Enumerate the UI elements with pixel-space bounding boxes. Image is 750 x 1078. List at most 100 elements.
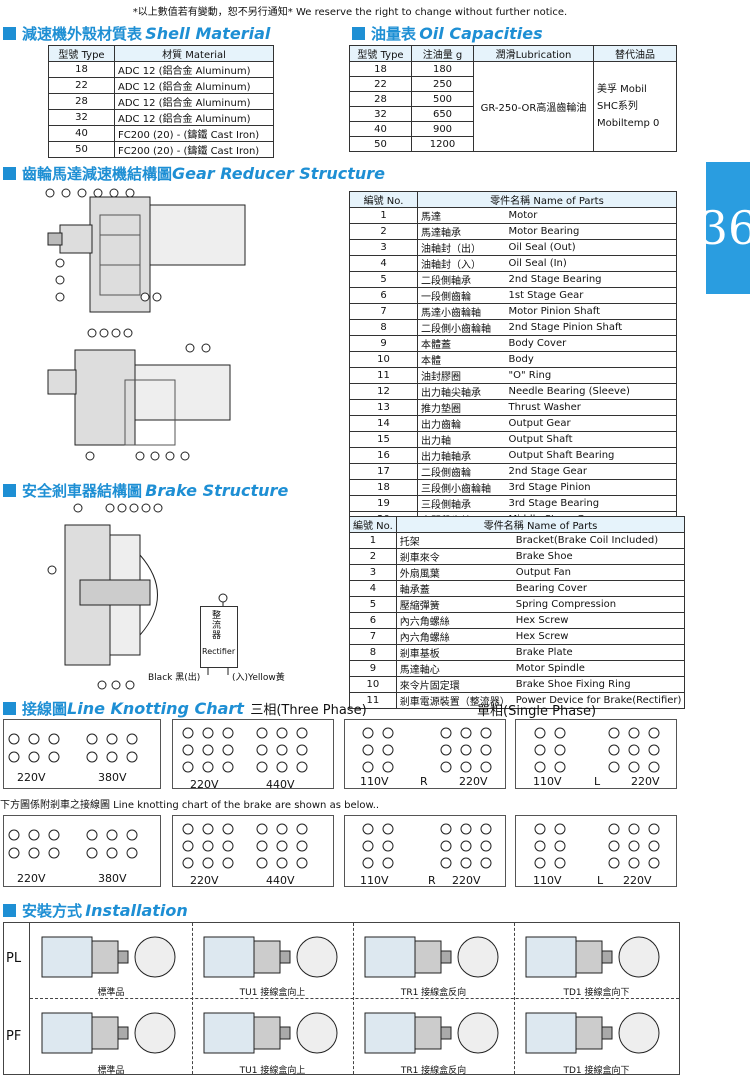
terminal-node bbox=[276, 744, 288, 756]
part-number-cell: 7 bbox=[349, 628, 397, 645]
terminal-node bbox=[296, 727, 308, 739]
terminal-node bbox=[86, 733, 98, 745]
terminal-node bbox=[628, 727, 640, 739]
terminal-node bbox=[554, 744, 566, 756]
wiring-panel-1p-b bbox=[515, 719, 677, 789]
terminal-node bbox=[182, 840, 194, 852]
wiring-panel-1p-a bbox=[344, 719, 506, 789]
terminal-node bbox=[554, 727, 566, 739]
three-phase-label: 三相(Three Phase) bbox=[250, 703, 367, 718]
motor-end-view-shape bbox=[457, 936, 499, 978]
part-number-cell: 18 bbox=[349, 479, 418, 496]
terminal-node bbox=[440, 857, 452, 869]
part-number-cell: 3 bbox=[349, 239, 418, 256]
motor-part-shape bbox=[414, 940, 442, 974]
part-name-zh-cell: 內六角螺絲 bbox=[395, 612, 513, 629]
shell-material-cell: ADC 12 (鋁合金 Aluminum) bbox=[114, 77, 274, 94]
terminal-node bbox=[296, 840, 308, 852]
terminal-node bbox=[256, 823, 268, 835]
motor-part-shape bbox=[601, 950, 613, 964]
section-square-icon bbox=[3, 27, 16, 40]
brake-voltage-220-d: 220V bbox=[623, 874, 652, 887]
part-name-zh-cell: 剎車電源裝置（整流器） bbox=[395, 692, 513, 709]
terminal-node bbox=[554, 840, 566, 852]
terminal-node bbox=[460, 744, 472, 756]
part-number-cell: 2 bbox=[349, 548, 397, 565]
install-drawings bbox=[41, 936, 660, 1054]
terminal-node bbox=[534, 840, 546, 852]
terminal-node bbox=[276, 823, 288, 835]
part-name-zh-cell: 出力軸 bbox=[417, 431, 506, 448]
terminal-node bbox=[382, 761, 394, 773]
install-section-title: 安裝方式 Installation bbox=[3, 900, 188, 921]
motor-part-shape bbox=[91, 1016, 119, 1050]
brake-drawing bbox=[47, 503, 163, 690]
brake-voltage-110-a: 110V bbox=[360, 874, 389, 887]
brake-voltage-440-b: 440V bbox=[266, 874, 295, 887]
part-name-en-cell: Thrust Washer bbox=[505, 399, 677, 416]
terminal-node bbox=[460, 857, 472, 869]
motor-part-shape bbox=[601, 1026, 613, 1040]
terminal-node bbox=[362, 840, 374, 852]
part-number-cell: 1 bbox=[349, 207, 418, 224]
install-caption-std-pl: 標準品 bbox=[97, 988, 125, 998]
rotation-l-a: L bbox=[594, 775, 601, 788]
terminal-node bbox=[648, 727, 660, 739]
brake-rotation-r: R bbox=[428, 874, 436, 887]
motor-part-shape bbox=[41, 1012, 93, 1054]
part-name-en-cell: Motor bbox=[505, 207, 677, 224]
terminal-node bbox=[628, 857, 640, 869]
terminal-node bbox=[276, 727, 288, 739]
part-name-en-cell: 2nd Stage Gear bbox=[505, 463, 677, 480]
terminal-node bbox=[182, 761, 194, 773]
part-name-zh-cell: 本體蓋 bbox=[417, 335, 506, 352]
terminal-node bbox=[222, 857, 234, 869]
terminal-node bbox=[8, 733, 20, 745]
terminal-node bbox=[276, 840, 288, 852]
alt-oil-line: 美孚 Mobil bbox=[597, 84, 647, 95]
motor-end-view-shape bbox=[134, 1012, 176, 1054]
motor-part-shape bbox=[203, 936, 255, 978]
motor-end-view-shape bbox=[618, 1012, 660, 1054]
terminal-node bbox=[8, 751, 20, 763]
part-number-cell: 10 bbox=[349, 351, 418, 368]
part-number-cell: 2 bbox=[349, 223, 418, 240]
brake-wiring-panel-1p-b bbox=[515, 815, 677, 887]
terminal-node bbox=[202, 761, 214, 773]
brake-wiring-note: 下方圖係附剎車之接線圖 Line knotting chart of the b… bbox=[0, 800, 380, 811]
shell-material-cell: FC200 (20) - (鑄鐵 Cast Iron) bbox=[114, 141, 274, 158]
gear-section-title: 齒輪馬達減速機結構圖 Gear Reducer Structure bbox=[3, 163, 385, 184]
install-title-en: Installation bbox=[85, 901, 188, 920]
terminal-node bbox=[480, 840, 492, 852]
oil-type-cell: 22 bbox=[349, 76, 412, 92]
part-name-zh-cell: 壓縮彈簧 bbox=[395, 596, 513, 613]
terminal-node bbox=[608, 744, 620, 756]
brake-wiring-panel-1p-a bbox=[344, 815, 506, 887]
part-number-cell: 14 bbox=[349, 415, 418, 432]
motor-part-shape bbox=[414, 1016, 442, 1050]
motor-part-shape bbox=[440, 950, 452, 964]
terminal-node bbox=[648, 761, 660, 773]
terminal-node bbox=[106, 847, 118, 859]
terminal-node bbox=[534, 744, 546, 756]
voltage-220-d: 220V bbox=[631, 775, 660, 788]
install-col-divider bbox=[353, 923, 354, 1074]
terminal-node bbox=[106, 733, 118, 745]
terminal-node bbox=[628, 840, 640, 852]
terminal-node bbox=[126, 847, 138, 859]
terminal-node bbox=[202, 744, 214, 756]
terminal-node bbox=[382, 840, 394, 852]
rectifier-label-zh: 整流器 bbox=[212, 611, 222, 641]
